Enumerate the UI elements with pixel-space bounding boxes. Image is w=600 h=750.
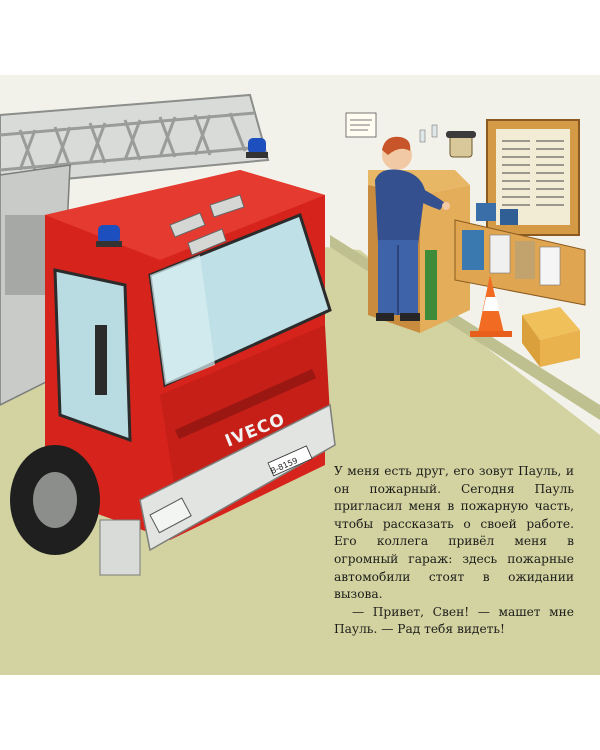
book-page: IVECO B-8159 У меня есть друг, его зовут… — [0, 75, 600, 675]
shelf-unit — [454, 203, 586, 306]
story-paragraph: У меня есть друг, его зовут Пауль, и он … — [334, 464, 574, 602]
story-dialogue: — Привет, Свен! — машет мне Пауль. — Рад… — [334, 604, 574, 637]
blue-beacon-icon — [96, 225, 122, 247]
air-horns — [169, 194, 245, 256]
fire-truck — [0, 138, 336, 576]
traffic-cone-icon — [470, 275, 512, 337]
aerial-ladder — [0, 93, 270, 187]
firefighter-paul — [375, 136, 450, 321]
cardboard-box — [522, 307, 580, 367]
fire-station-illustration: IVECO B-8159 — [0, 75, 600, 675]
telephone-icon — [446, 131, 476, 158]
blue-beacon-icon — [246, 138, 268, 158]
story-text: У меня есть друг, его зовут Пауль, и он … — [334, 463, 574, 639]
notice-sign — [345, 112, 377, 138]
